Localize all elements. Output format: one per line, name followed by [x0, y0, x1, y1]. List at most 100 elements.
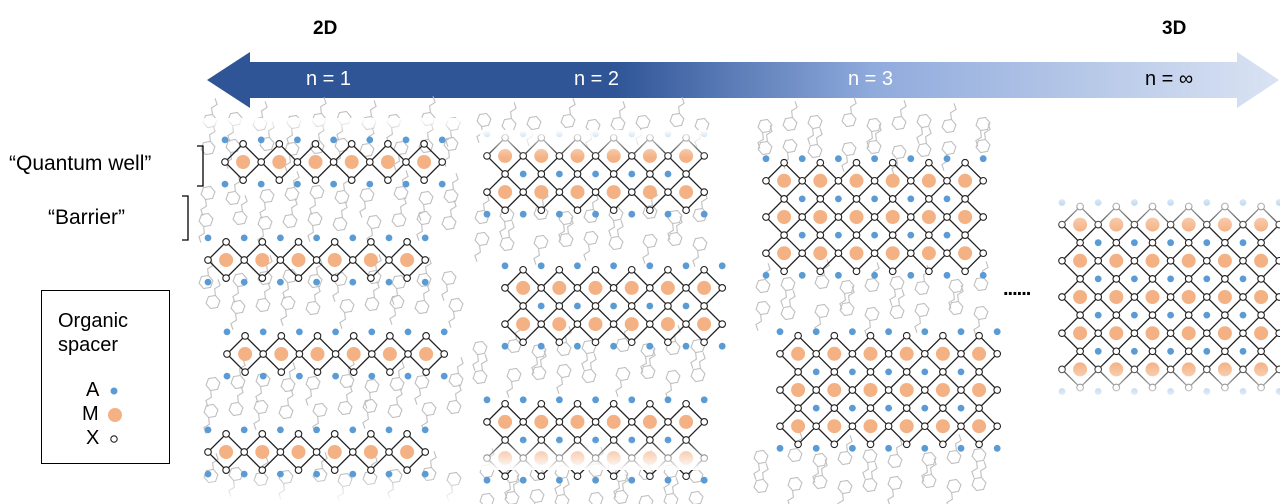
- x-anion: [1095, 294, 1102, 301]
- organic-spacer-molecule: [659, 368, 681, 400]
- a-cation: [921, 369, 928, 376]
- m-cation: [311, 347, 325, 361]
- x-anion: [1258, 312, 1265, 319]
- organic-spacer-molecule: [194, 184, 216, 216]
- x-anion: [1204, 258, 1211, 265]
- x-anion: [223, 239, 230, 246]
- organic-spacer-molecule: [473, 491, 495, 504]
- n1-label: n = 1: [306, 68, 351, 91]
- x-anion: [259, 431, 266, 438]
- organic-spacer-molecule: [610, 100, 632, 132]
- x-anion: [781, 232, 788, 239]
- legend-title-line2: spacer: [58, 334, 118, 356]
- organic-spacer-molecule: [364, 280, 386, 312]
- organic-spacer-molecule: [284, 170, 306, 202]
- m-cation: [274, 347, 288, 361]
- x-anion: [538, 207, 545, 214]
- organic-spacer-molecule: [941, 102, 963, 134]
- a-cation: [944, 155, 951, 162]
- x-anion: [610, 207, 617, 214]
- organic-spacer-molecule: [550, 362, 572, 394]
- m-cation: [850, 246, 864, 260]
- x-anion: [665, 339, 672, 346]
- a-cation: [1131, 312, 1138, 319]
- m-cation: [516, 281, 530, 295]
- a-cation: [835, 232, 842, 239]
- x-anion: [889, 159, 896, 166]
- x-anion: [763, 178, 770, 185]
- x-anion: [629, 419, 636, 426]
- organic-spacer-molecule: [253, 187, 275, 219]
- a-cation: [502, 262, 509, 269]
- a-cation: [574, 262, 581, 269]
- m-cation: [292, 253, 306, 267]
- x-anion: [701, 189, 708, 196]
- x-anion: [980, 214, 987, 221]
- x-anion: [958, 423, 965, 430]
- m-cation: [534, 415, 548, 429]
- x-anion: [1185, 312, 1192, 319]
- x-anion: [1222, 276, 1229, 283]
- m-cation: [1182, 290, 1196, 304]
- m-cation: [864, 419, 878, 433]
- x-anion: [889, 196, 896, 203]
- organic-spacer-molecule: [669, 96, 691, 128]
- x-anion: [1077, 239, 1084, 246]
- x-anion: [849, 351, 856, 358]
- x-anion: [871, 214, 878, 221]
- organic-spacer-molecule: [441, 199, 463, 231]
- x-anion: [763, 214, 770, 221]
- x-anion: [331, 275, 338, 282]
- x-anion: [423, 369, 430, 376]
- a-cation: [592, 211, 599, 218]
- a-cation: [222, 137, 229, 144]
- x-anion: [610, 171, 617, 178]
- a-cation: [610, 262, 617, 269]
- x-anion: [259, 239, 266, 246]
- m-cation: [1073, 326, 1087, 340]
- m-cation: [958, 246, 972, 260]
- a-cation: [646, 343, 653, 350]
- m-cation: [813, 174, 827, 188]
- a-cation: [441, 373, 448, 380]
- x-anion: [556, 267, 563, 274]
- x-anion: [1222, 312, 1229, 319]
- m-cation: [813, 246, 827, 260]
- x-anion: [313, 257, 320, 264]
- x-anion: [867, 332, 874, 339]
- x-anion: [665, 189, 672, 196]
- x-anion: [520, 189, 527, 196]
- x-anion: [502, 473, 509, 480]
- x-anion: [777, 351, 784, 358]
- x-anion: [403, 159, 410, 166]
- x-anion: [330, 159, 337, 166]
- m-cation: [791, 419, 805, 433]
- x-anion: [701, 267, 708, 274]
- slab-n1-a: [222, 137, 446, 188]
- m-cation: [972, 347, 986, 361]
- a-cation: [921, 445, 928, 452]
- x-anion: [994, 387, 1001, 394]
- x-anion: [1149, 276, 1156, 283]
- x-anion: [276, 141, 283, 148]
- x-anion: [277, 449, 284, 456]
- a-cation: [484, 211, 491, 218]
- organic-spacer-molecule: [881, 474, 903, 504]
- a-cation: [885, 328, 892, 335]
- x-anion: [853, 232, 860, 239]
- x-anion: [350, 449, 357, 456]
- x-anion: [835, 250, 842, 257]
- m-cation: [625, 281, 639, 295]
- x-anion: [502, 171, 509, 178]
- x-anion: [1240, 330, 1247, 337]
- x-anion: [1077, 276, 1084, 283]
- organic-spacer-molecule: [609, 365, 631, 397]
- m-cation: [643, 185, 657, 199]
- label-3d: 3D: [1162, 18, 1186, 40]
- x-anion: [367, 159, 374, 166]
- n2-label: n = 2: [574, 68, 619, 91]
- x-anion: [222, 159, 229, 166]
- a-cation: [835, 196, 842, 203]
- x-anion: [538, 285, 545, 292]
- x-anion: [404, 431, 411, 438]
